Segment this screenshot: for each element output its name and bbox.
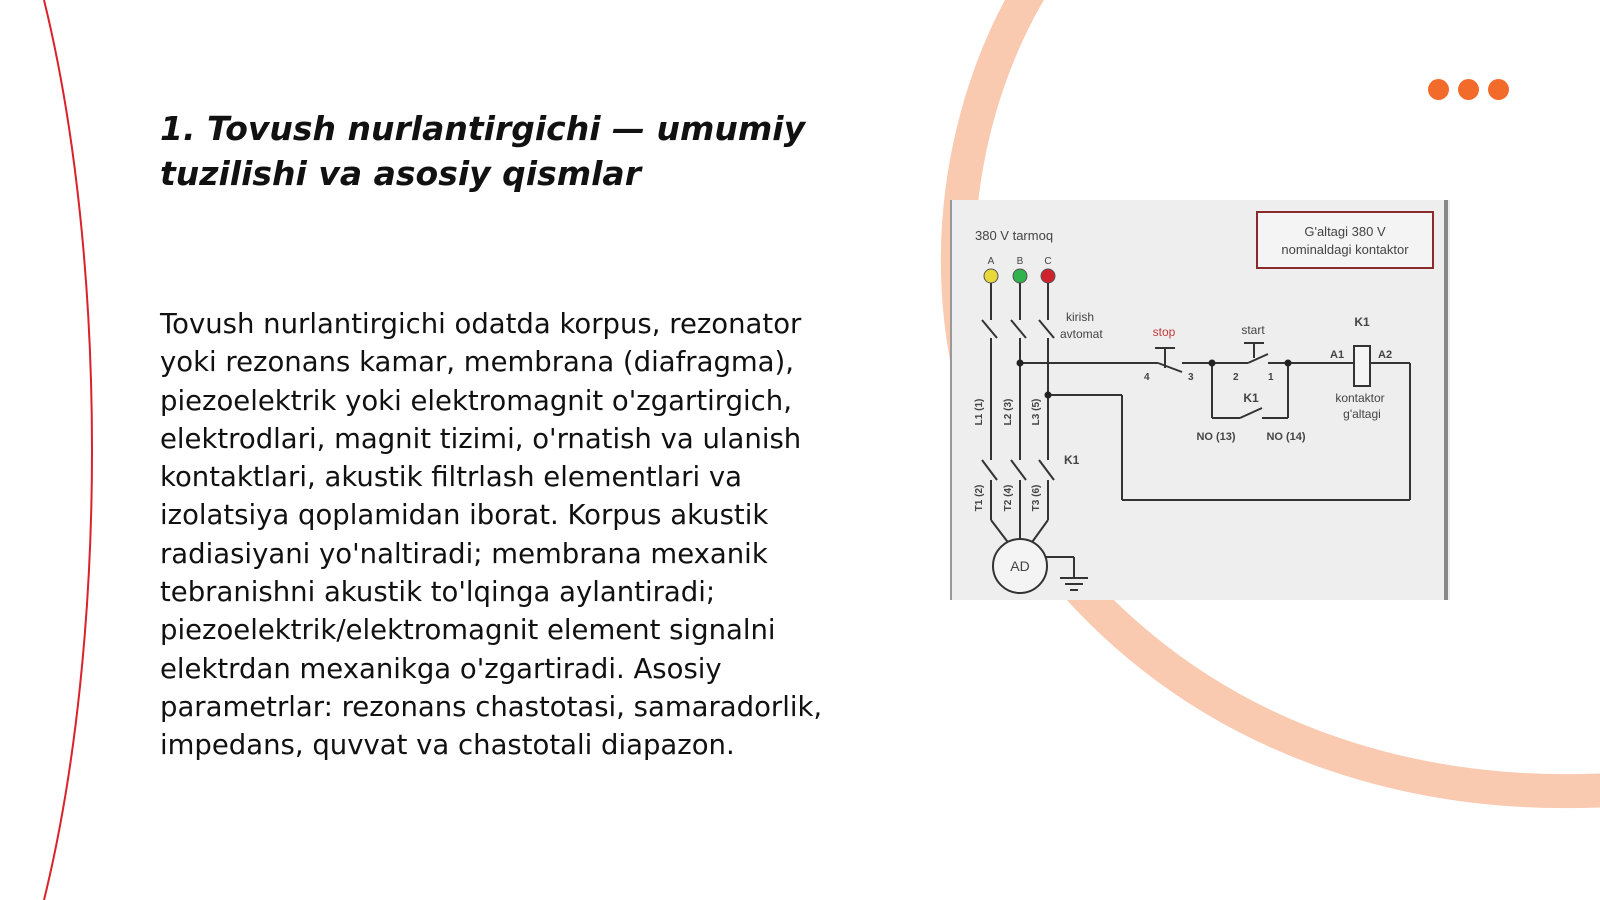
terminal-label: T1 (2) <box>974 485 985 512</box>
stop-button-symbol <box>1155 347 1183 373</box>
phase-a-label: A <box>988 256 995 267</box>
motor-label: AD <box>1010 558 1029 574</box>
coil-label-2: g'altagi <box>1343 407 1381 421</box>
start-label: start <box>1241 323 1265 337</box>
dot-icon <box>1428 79 1449 100</box>
stop-label: stop <box>1153 325 1176 339</box>
phase-c-indicator <box>1040 268 1056 284</box>
a1-label: A1 <box>1330 349 1344 361</box>
slide-body-text: Tovush nurlantirgichi odatda korpus, rez… <box>160 308 823 762</box>
start-button-symbol <box>1244 342 1269 364</box>
pin-label: 2 <box>1233 372 1239 383</box>
terminal-label: L3 (5) <box>1031 399 1042 426</box>
menu-dots <box>1428 79 1509 101</box>
phase-a-indicator <box>983 268 999 284</box>
terminal-label: T2 (4) <box>1003 485 1014 512</box>
red-side-line <box>43 0 93 900</box>
dot-icon <box>1458 79 1479 100</box>
network-label: 380 V tarmoq <box>975 228 1053 243</box>
terminal-label: L1 (1) <box>974 399 985 426</box>
pin-label: 1 <box>1268 372 1274 383</box>
phase-b-label: B <box>1017 256 1024 267</box>
coil-label-1: kontaktor <box>1335 391 1384 405</box>
coil-k1-label: K1 <box>1354 315 1370 329</box>
breaker-label-1: kirish <box>1066 310 1094 324</box>
circuit-diagram: G'altagi 380 V nominaldagi kontaktor 380… <box>950 200 1450 600</box>
phase-b-indicator <box>1012 268 1028 284</box>
terminal-label: L2 (3) <box>1003 399 1014 426</box>
pin-label: 4 <box>1144 372 1150 383</box>
contactor-box <box>1256 211 1434 269</box>
phase-c-label: C <box>1044 256 1051 267</box>
terminal-label: T3 (6) <box>1031 485 1042 512</box>
aux-k1-label: K1 <box>1243 391 1259 405</box>
box-label-2: nominaldagi kontaktor <box>1281 242 1409 257</box>
no14-label: NO (14) <box>1266 431 1305 443</box>
breaker-label-2: avtomat <box>1060 327 1103 341</box>
pin-label: 3 <box>1188 372 1194 383</box>
a2-label: A2 <box>1378 349 1392 361</box>
main-k1-label: K1 <box>1064 453 1080 467</box>
box-label-1: G'altagi 380 V <box>1304 224 1386 239</box>
contactor-coil <box>1353 345 1371 387</box>
dot-icon <box>1488 79 1509 100</box>
motor-icon <box>992 538 1048 594</box>
no13-label: NO (13) <box>1196 431 1235 443</box>
slide-title: 1. Tovush nurlantirgichi — umumiy tuzili… <box>160 109 806 193</box>
